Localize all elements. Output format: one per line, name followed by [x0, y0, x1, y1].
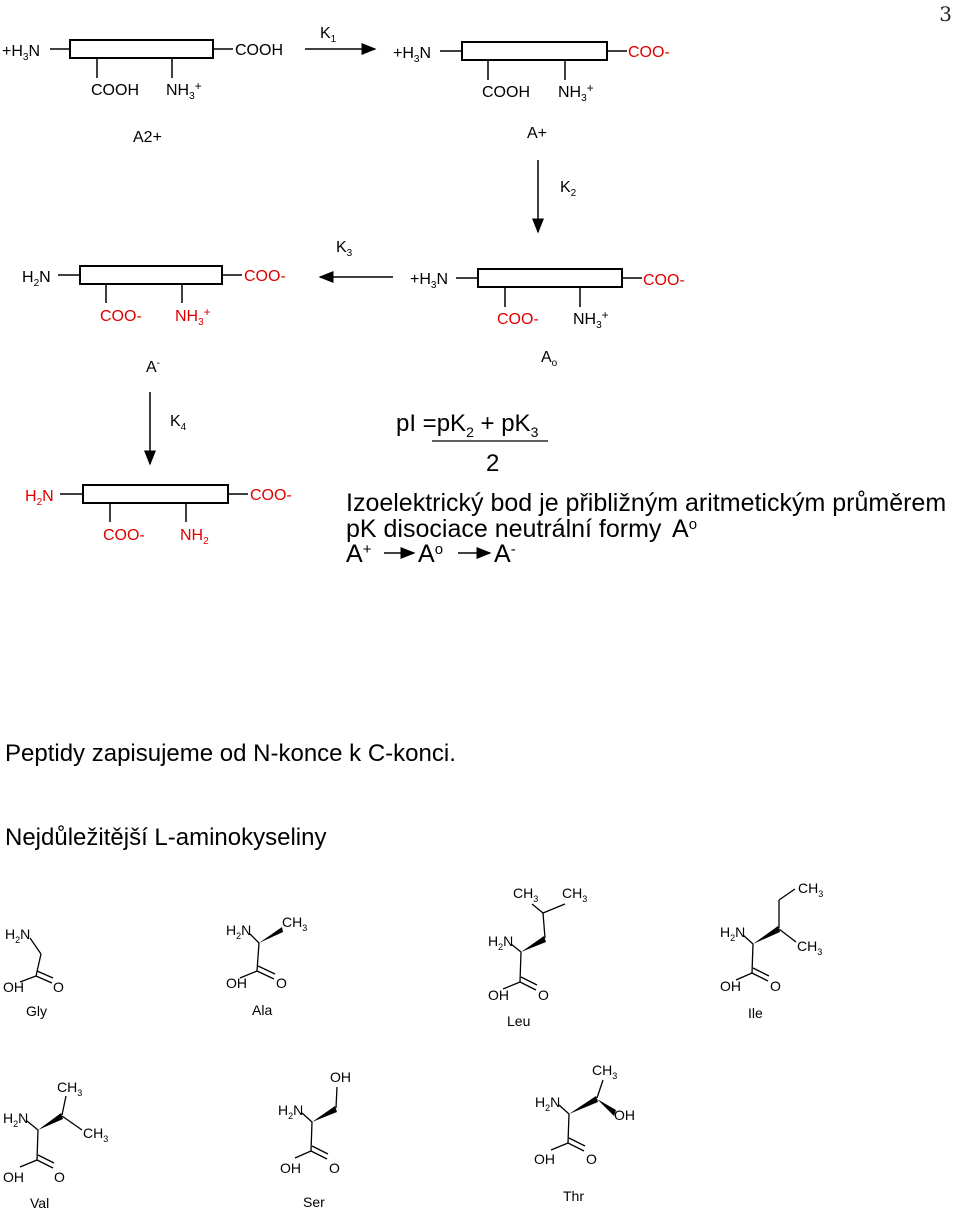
- A2plus-right-group: COOH: [235, 42, 283, 59]
- svg-text:H2N: H2N: [226, 922, 251, 941]
- note-line-1: Izoelektrický bod je přibližným aritmeti…: [346, 489, 946, 517]
- amino-acids-heading: Nejdůležitější L-aminokyseliny: [5, 824, 327, 851]
- structure-ser: OH H2N OH O Ser: [278, 1069, 351, 1210]
- page-number: 3: [939, 2, 952, 26]
- svg-text:CH3: CH3: [282, 914, 307, 933]
- pI-lhs: pI =pK2 + pK3: [396, 410, 539, 440]
- Aminus-label: A-: [146, 358, 160, 376]
- form-A2minus: H2N COO- COO- NH2: [25, 484, 292, 547]
- svg-text:OH: OH: [3, 1169, 24, 1185]
- svg-text:CH3: CH3: [562, 885, 587, 904]
- note-line-2: pK disociace neutrální formy: [346, 515, 662, 543]
- svg-text:CH3: CH3: [57, 1079, 82, 1098]
- structure-thr: CH3 H2N OH OH O Thr: [534, 1062, 635, 1204]
- structure-leu: CH3 CH3 H2N OH O Leu: [488, 885, 587, 1029]
- svg-text:CH3: CH3: [798, 880, 823, 899]
- svg-text:O: O: [53, 979, 64, 995]
- structure-val: CH3 H2N CH3 OH O Val: [3, 1079, 108, 1210]
- Ao-left-group: +H3N: [410, 271, 448, 291]
- label-thr: Thr: [563, 1188, 584, 1204]
- svg-text:O: O: [586, 1151, 597, 1167]
- A2plus-sub-left: COOH: [91, 82, 139, 99]
- A2minus-sub-left: COO-: [103, 527, 145, 544]
- A2minus-right-group: COO-: [250, 487, 292, 504]
- svg-text:OH: OH: [534, 1151, 555, 1167]
- label-val: Val: [30, 1195, 49, 1210]
- pI-formula: pI =pK2 + pK3 2: [396, 410, 548, 477]
- svg-text:H2N: H2N: [3, 1110, 28, 1129]
- Ao-sub-left: COO-: [497, 311, 539, 328]
- Aminus-right-group: COO-: [244, 268, 286, 285]
- svg-text:CH3: CH3: [592, 1062, 617, 1081]
- svg-text:H2N: H2N: [535, 1094, 560, 1113]
- svg-text:OH: OH: [720, 978, 741, 994]
- svg-text:OH: OH: [280, 1160, 301, 1176]
- A2plus-label: A2+: [133, 129, 162, 146]
- svg-text:H2N: H2N: [488, 933, 513, 952]
- svg-text:OH: OH: [330, 1069, 351, 1085]
- svg-text:H2N: H2N: [278, 1102, 303, 1121]
- svg-text:O: O: [329, 1160, 340, 1176]
- Ao-right-group: COO-: [643, 272, 685, 289]
- Aplus-label: A+: [527, 125, 547, 142]
- structure-ile: CH3 H2N CH3 OH O Ile: [720, 880, 823, 1021]
- ionization-scheme: +H3N COOH COOH NH3+ A2+ K1 +H3N COO- COO…: [2, 25, 946, 568]
- svg-text:H2N: H2N: [5, 926, 30, 945]
- Aminus-sub-left: COO-: [100, 308, 142, 325]
- Aplus-right-group: COO-: [628, 44, 670, 61]
- Aplus-left-group: +H3N: [393, 45, 431, 65]
- Aplus-sub-left: COOH: [482, 84, 530, 101]
- label-ile: Ile: [748, 1005, 763, 1021]
- pI-denominator: 2: [486, 450, 499, 477]
- svg-text:O: O: [276, 975, 287, 991]
- note-form: Ao: [672, 515, 697, 543]
- svg-text:CH3: CH3: [513, 885, 538, 904]
- svg-text:H2N: H2N: [720, 924, 745, 943]
- A2minus-sub-right: NH2: [180, 527, 209, 547]
- svg-text:CH3: CH3: [797, 938, 822, 957]
- label-gly: Gly: [26, 1003, 47, 1019]
- svg-text:O: O: [538, 987, 549, 1003]
- label-ala: Ala: [252, 1002, 272, 1018]
- svg-text:CH3: CH3: [83, 1125, 108, 1144]
- seq-Aminus: A-: [494, 540, 516, 568]
- label-leu: Leu: [507, 1013, 530, 1029]
- A2minus-left-group: H2N: [25, 488, 54, 508]
- structure-gly: H2N OH O Gly: [3, 926, 64, 1019]
- form-Aminus: H2N COO- COO- NH3+ A-: [22, 265, 286, 376]
- svg-text:OH: OH: [3, 979, 24, 995]
- Aminus-left-group: H2N: [22, 269, 51, 289]
- peptides-note: Peptidy zapisujeme od N-konce k C-konci.: [5, 740, 456, 767]
- svg-text:O: O: [54, 1169, 65, 1185]
- svg-text:O: O: [770, 978, 781, 994]
- svg-text:OH: OH: [614, 1107, 635, 1123]
- A2plus-left-group: +H3N: [2, 43, 40, 63]
- label-ser: Ser: [303, 1194, 325, 1210]
- form-Aplus: +H3N COO- COOH NH3+ A+: [393, 41, 670, 142]
- svg-text:OH: OH: [488, 987, 509, 1003]
- structure-ala: H2N CH3 OH O Ala: [226, 914, 307, 1018]
- svg-text:OH: OH: [226, 975, 247, 991]
